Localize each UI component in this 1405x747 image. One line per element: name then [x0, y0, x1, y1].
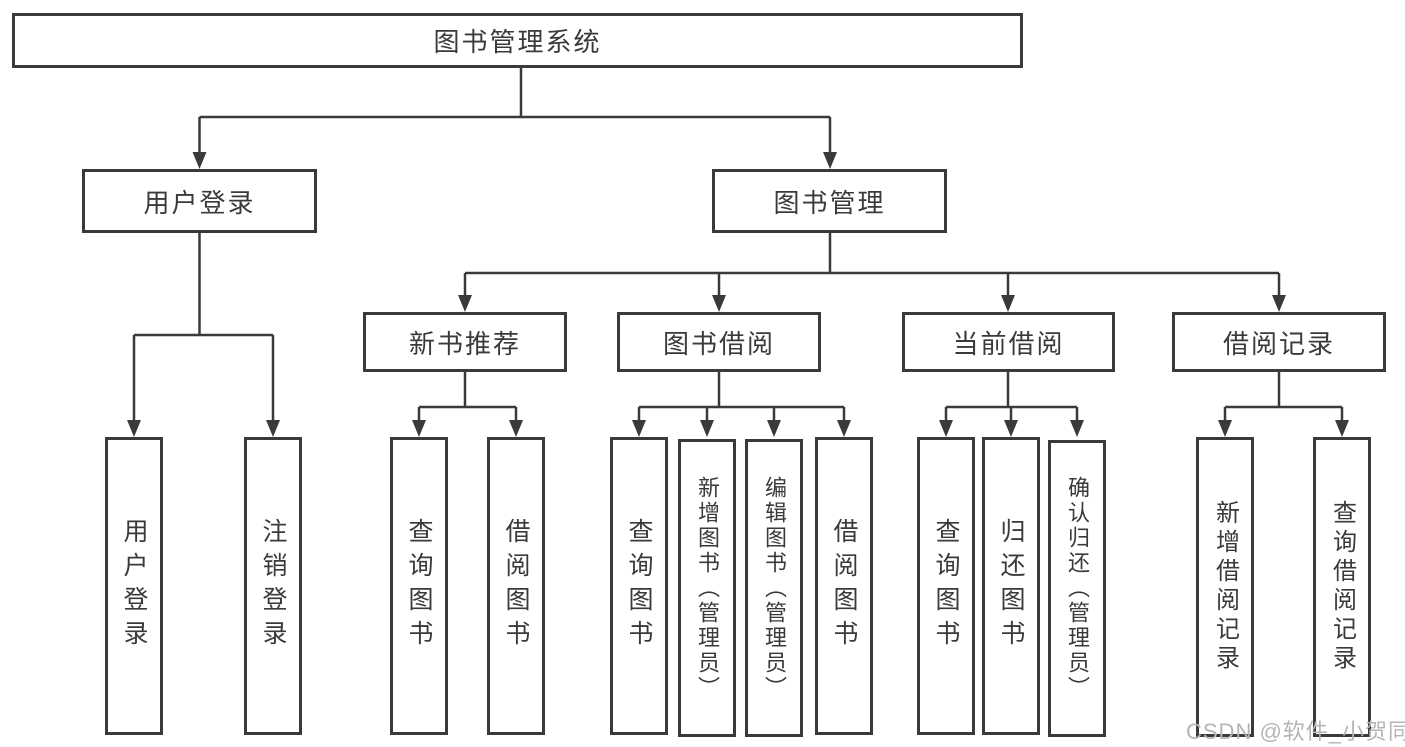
node-user-login: 用户登录: [82, 169, 317, 233]
leaf-add-borrow-record: 新增借阅记录: [1196, 437, 1254, 737]
leaf-query-books-recommend: 查询图书: [390, 437, 448, 735]
leaf-add-books-admin: 新增图书（管理员）: [678, 439, 736, 737]
leaf-confirm-return-admin: 确认归还（管理员）: [1048, 440, 1106, 737]
watermark: CSDN @软件_小贺同学: [1186, 719, 1405, 744]
leaf-return-books: 归还图书: [982, 437, 1040, 735]
tree-connector-lines: [132, 66, 1344, 426]
leaf-borrow-books-recommend: 借阅图书: [487, 437, 545, 735]
leaf-query-books-current: 查询图书: [917, 437, 975, 735]
node-borrowing-records: 借阅记录: [1172, 312, 1386, 372]
node-library-management-system: 图书管理系统: [12, 13, 1023, 68]
leaf-logout-login: 注销登录: [244, 437, 302, 735]
node-book-management: 图书管理: [712, 169, 947, 233]
leaf-borrow-books-borrowing: 借阅图书: [815, 437, 873, 735]
arrowheads: [127, 152, 1349, 437]
node-book-borrowing: 图书借阅: [617, 312, 821, 372]
node-current-borrowing: 当前借阅: [902, 312, 1115, 372]
node-new-book-recommendation: 新书推荐: [363, 312, 567, 372]
leaf-user-login: 用户登录: [105, 437, 163, 735]
leaf-query-borrow-record: 查询借阅记录: [1313, 437, 1371, 737]
leaf-query-books-borrowing: 查询图书: [610, 437, 668, 735]
leaf-edit-books-admin: 编辑图书（管理员）: [745, 439, 803, 737]
